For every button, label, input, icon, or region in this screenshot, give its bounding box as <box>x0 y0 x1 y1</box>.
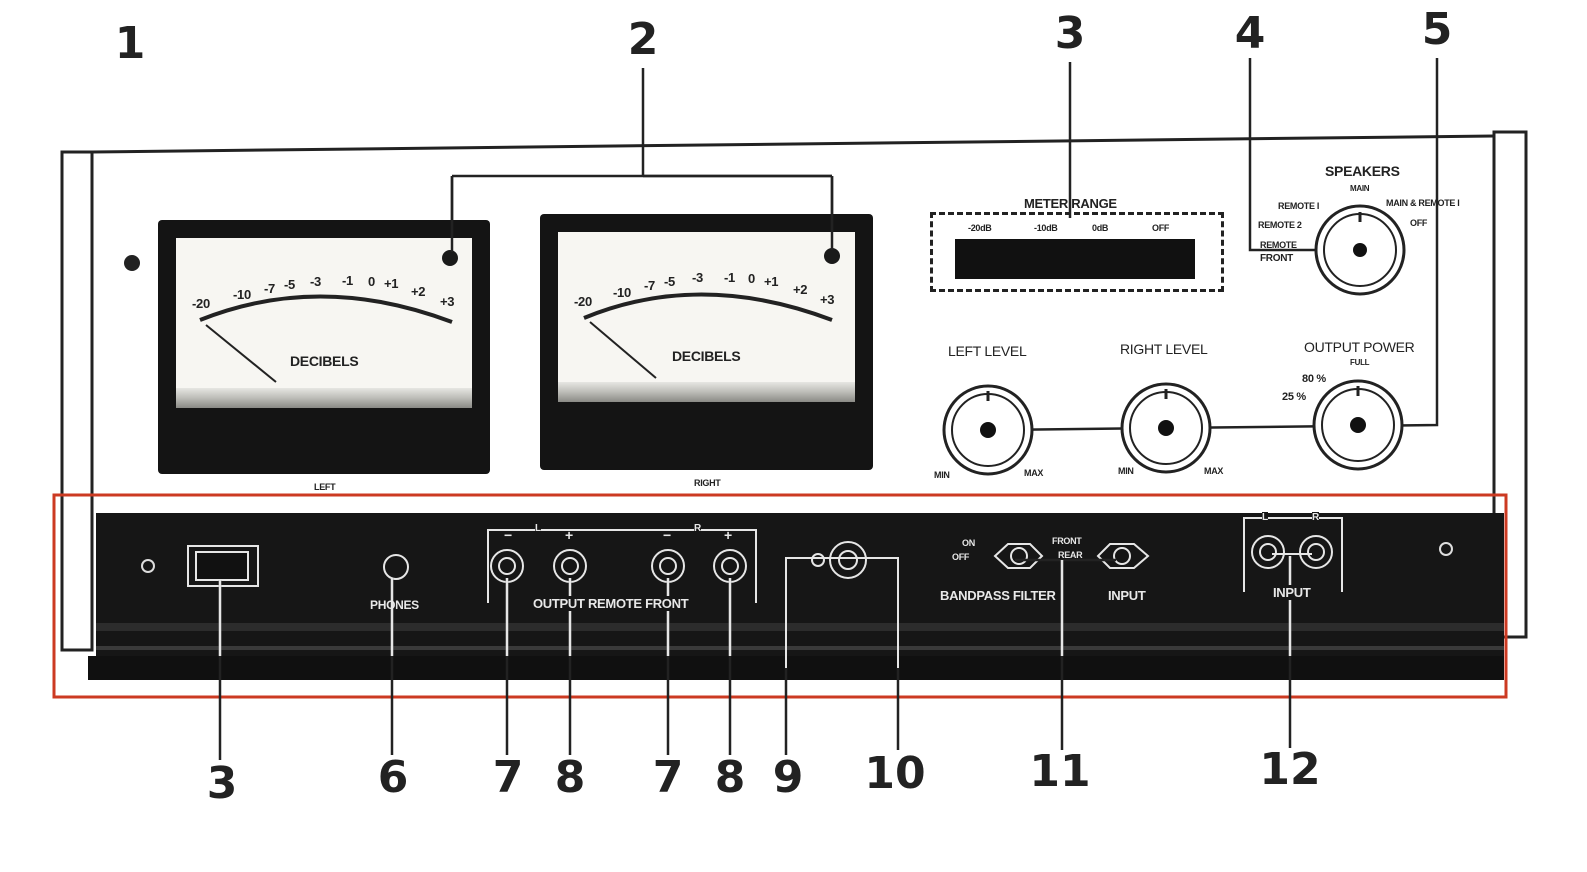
right-meter-caption: RIGHT <box>694 478 721 488</box>
right-meter <box>540 214 873 470</box>
meter-range-option-m20[interactable]: -20dB <box>968 223 992 233</box>
input-jacks-r: R <box>1312 512 1319 523</box>
right-scale-0: 0 <box>748 271 755 286</box>
right-meter-glow <box>558 382 855 402</box>
terminal-l-plus: + <box>565 527 573 543</box>
phones-label: PHONES <box>370 598 419 612</box>
right-scale-m5: -5 <box>664 274 675 289</box>
callout-9: 9 <box>772 752 804 803</box>
left-scale-m7: -7 <box>264 281 275 296</box>
left-meter-unit: DECIBELS <box>290 353 359 369</box>
left-scale-m5: -5 <box>284 277 295 292</box>
panel-screw-right <box>1439 542 1453 556</box>
left-scale-m10: -10 <box>233 287 251 302</box>
right-level-max: MAX <box>1204 466 1224 476</box>
callout-5: 5 <box>1421 4 1453 55</box>
callout-6: 6 <box>377 752 409 803</box>
meter-range-option-m10[interactable]: -10dB <box>1034 223 1058 233</box>
callout-3-top: 3 <box>1054 8 1086 59</box>
left-scale-0: 0 <box>368 274 375 289</box>
bandpass-off-label: OFF <box>952 552 970 562</box>
callout-7a: 7 <box>492 752 524 803</box>
meter-range-window <box>955 239 1195 279</box>
speakers-main: MAIN <box>1350 184 1370 193</box>
left-scale-m1: -1 <box>342 273 353 288</box>
speakers-knob[interactable] <box>1314 204 1406 296</box>
lower-sub-panel <box>88 513 1504 680</box>
callout-1: 1 <box>114 18 146 69</box>
left-level-knob[interactable] <box>942 384 1034 476</box>
bandpass-on-label: ON <box>962 538 975 548</box>
callout-8a: 8 <box>554 752 586 803</box>
indicator-dot <box>124 255 140 271</box>
left-scale-m3: -3 <box>310 274 321 289</box>
highlight-box <box>52 493 1508 699</box>
left-meter-caption: LEFT <box>314 482 336 492</box>
output-power-80: 80 % <box>1302 373 1326 385</box>
left-scale-p2: +2 <box>411 284 426 299</box>
callout-3-bottom: 3 <box>206 758 238 809</box>
output-power-knob[interactable] <box>1312 379 1404 471</box>
terminal-r-label: R <box>694 523 701 534</box>
right-level-min: MIN <box>1118 466 1134 476</box>
meter-range-option-off[interactable]: OFF <box>1152 223 1170 233</box>
right-scale-p3: +3 <box>820 292 835 307</box>
panel-screw-left <box>141 559 155 573</box>
right-level-label: RIGHT LEVEL <box>1120 341 1208 357</box>
right-scale-m1: -1 <box>724 270 735 285</box>
right-scale-m10: -10 <box>613 285 631 300</box>
output-power-25: 25 % <box>1282 391 1306 403</box>
lower-panel-details <box>187 517 1343 668</box>
left-level-min: MIN <box>934 470 950 480</box>
speakers-main-remote1: MAIN & REMOTE I <box>1386 198 1460 208</box>
input-rear-label: REAR <box>1058 550 1083 560</box>
callout-10: 10 <box>864 748 926 799</box>
right-scale-m20: -20 <box>574 294 592 309</box>
callout-12: 12 <box>1259 744 1321 795</box>
input-jacks-label: INPUT <box>1270 585 1314 600</box>
terminal-l-minus: − <box>504 527 512 543</box>
meter-range-title: METER RANGE <box>1024 196 1117 211</box>
meter-range-selector[interactable] <box>930 212 1224 292</box>
speakers-front: FRONT <box>1260 253 1293 264</box>
input-front-label: FRONT <box>1052 536 1082 546</box>
callout-4: 4 <box>1234 8 1266 59</box>
right-scale-m7: -7 <box>644 278 655 293</box>
left-meter <box>158 220 490 474</box>
terminal-r-minus: − <box>663 527 671 543</box>
left-level-label: LEFT LEVEL <box>948 343 1027 359</box>
right-scale-p2: +2 <box>793 282 808 297</box>
right-scale-p1: +1 <box>764 274 779 289</box>
speakers-remote: REMOTE <box>1260 240 1297 250</box>
left-meter-glow <box>176 388 472 408</box>
right-scale-m3: -3 <box>692 270 703 285</box>
input-jacks-l: L <box>1262 512 1268 523</box>
right-level-knob[interactable] <box>1120 382 1212 474</box>
callout-8b: 8 <box>714 752 746 803</box>
left-scale-m20: -20 <box>192 296 210 311</box>
terminal-r-plus: + <box>724 527 732 543</box>
bandpass-filter-label: BANDPASS FILTER <box>940 588 1056 603</box>
input-selector-label: INPUT <box>1108 588 1146 603</box>
terminal-l-label: L <box>535 523 541 534</box>
right-meter-unit: DECIBELS <box>672 348 741 364</box>
callout-7b: 7 <box>652 752 684 803</box>
meter-range-option-0[interactable]: 0dB <box>1092 223 1109 233</box>
speakers-off: OFF <box>1410 218 1428 228</box>
left-scale-p3: +3 <box>440 294 455 309</box>
output-power-title: OUTPUT POWER <box>1304 339 1415 355</box>
speakers-title: SPEAKERS <box>1325 163 1400 179</box>
speakers-remote1: REMOTE I <box>1278 201 1320 211</box>
callout-11: 11 <box>1029 746 1091 797</box>
left-scale-p1: +1 <box>384 276 399 291</box>
output-remote-front-label: OUTPUT REMOTE FRONT <box>530 596 692 611</box>
speakers-remote2: REMOTE 2 <box>1258 220 1302 230</box>
output-power-full: FULL <box>1350 358 1370 367</box>
left-level-max: MAX <box>1024 468 1044 478</box>
callout-2: 2 <box>627 14 659 65</box>
